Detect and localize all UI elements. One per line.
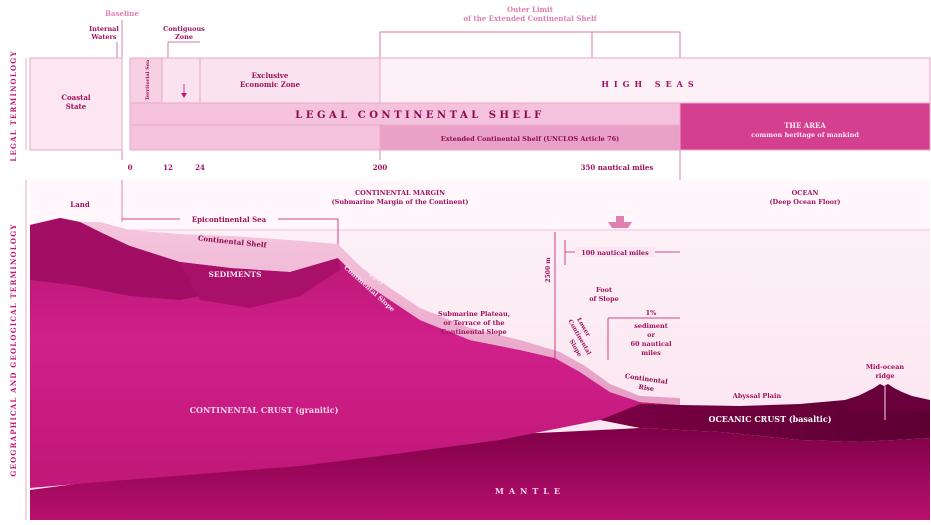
scale-350: 350 nautical miles bbox=[581, 163, 654, 172]
one-percent-label-3: or bbox=[647, 331, 655, 339]
contiguous-zone-label-1: Contiguous bbox=[163, 25, 205, 33]
foot-of-slope-label-1: Foot bbox=[596, 286, 612, 294]
submarine-plateau-label-2: or Terrace of the bbox=[444, 319, 505, 327]
contiguous-zone-band bbox=[161, 57, 201, 104]
coastal-state-box bbox=[29, 57, 123, 151]
scale-24: 24 bbox=[195, 163, 205, 172]
scale-0: 0 bbox=[128, 163, 133, 172]
scale-200: 200 bbox=[373, 163, 388, 172]
hundred-nm-label-bg bbox=[575, 247, 655, 257]
the-area-label-1: THE AREA bbox=[784, 121, 826, 130]
ocean-label-1: OCEAN bbox=[792, 189, 819, 197]
oceanic-crust-label: OCEANIC CRUST (basaltic) bbox=[708, 414, 831, 424]
contiguous-arrow-head bbox=[181, 93, 187, 98]
coastal-state-label-2: State bbox=[66, 102, 87, 111]
baseline-label: Baseline bbox=[105, 9, 139, 18]
hundred-nm-label: 100 nautical miles bbox=[581, 249, 649, 257]
land-label: Land bbox=[70, 200, 90, 209]
epicontinental-sea-label: Epicontinental Sea bbox=[192, 215, 267, 224]
the-area-band bbox=[679, 102, 931, 151]
high-seas-label: HIGH SEAS bbox=[601, 79, 698, 89]
mantle-layer bbox=[30, 428, 930, 520]
ocean-label-2: (Deep Ocean Floor) bbox=[769, 198, 840, 206]
the-area-label-2: common heritage of mankind bbox=[751, 131, 859, 139]
one-percent-label-2: sediment bbox=[634, 322, 668, 330]
sediments-label: SEDIMENTS bbox=[208, 270, 261, 279]
extended-shelf-band bbox=[379, 124, 681, 151]
continental-crust-label: CONTINENTAL CRUST (granitic) bbox=[190, 405, 339, 415]
outer-limit-bracket bbox=[379, 31, 681, 58]
internal-waters-label-1: Internal bbox=[89, 25, 119, 33]
mid-ocean-ridge-label-1: Mid-ocean bbox=[866, 363, 905, 371]
extended-shelf-label: Extended Continental Shelf (UNCLOS Artic… bbox=[441, 135, 619, 143]
outer-limit-label-2: of the Extended Continental Shelf bbox=[463, 14, 597, 23]
shelf-lower-band bbox=[129, 124, 381, 151]
eez-label-2: Economic Zone bbox=[240, 80, 301, 89]
continental-margin-label-1: CONTINENTAL MARGIN bbox=[355, 189, 445, 197]
submarine-plateau-label-3: Continental Slope bbox=[441, 328, 506, 336]
depth-2500-label: 2500 m bbox=[545, 257, 552, 283]
legal-terminology-side-label: LEGAL TERMINOLOGY bbox=[9, 50, 18, 161]
outer-limit-label-1: Outer Limit bbox=[507, 5, 554, 14]
territorial-sea-label: Territorial Sea bbox=[145, 59, 151, 100]
internal-waters-label-2: Waters bbox=[90, 33, 117, 41]
geo-terminology-side-label: GEOGRAPHICAL AND GEOLOGICAL TERMINOLOGY bbox=[9, 223, 18, 476]
mid-ocean-ridge-label-2: ridge bbox=[875, 372, 894, 380]
eez-label-1: Exclusive bbox=[252, 71, 289, 80]
one-percent-label-4: 60 nautical bbox=[630, 340, 672, 348]
abyssal-plain-label: Abyssal Plain bbox=[732, 392, 782, 400]
scale-12: 12 bbox=[163, 163, 173, 172]
coastal-state-label-1: Coastal bbox=[61, 93, 90, 102]
sediment-layer bbox=[80, 222, 680, 405]
mantle-label: MANTLE bbox=[495, 486, 565, 496]
contiguous-zone-label-2: Zone bbox=[175, 33, 193, 41]
continental-rise-label-2: Rise bbox=[638, 383, 655, 393]
oceanic-crust bbox=[600, 386, 930, 442]
shelf-crust-shadow bbox=[180, 258, 340, 308]
ship-cabin bbox=[616, 216, 624, 222]
legal-continental-shelf-label: LEGAL CONTINENTAL SHELF bbox=[295, 110, 544, 121]
ship-icon bbox=[608, 222, 632, 228]
one-percent-label-5: miles bbox=[641, 349, 661, 357]
foot-of-slope-label-2: of Slope bbox=[589, 295, 619, 303]
mid-ocean-ridge-shape bbox=[848, 384, 930, 412]
epicontinental-label-bg bbox=[180, 214, 278, 224]
one-percent-label-1: 1% bbox=[646, 309, 658, 317]
continental-margin-label-2: (Submarine Margin of the Continent) bbox=[332, 198, 469, 206]
land-crust-top bbox=[30, 218, 230, 300]
submarine-plateau-label-1: Submarine Plateau, bbox=[438, 310, 510, 318]
